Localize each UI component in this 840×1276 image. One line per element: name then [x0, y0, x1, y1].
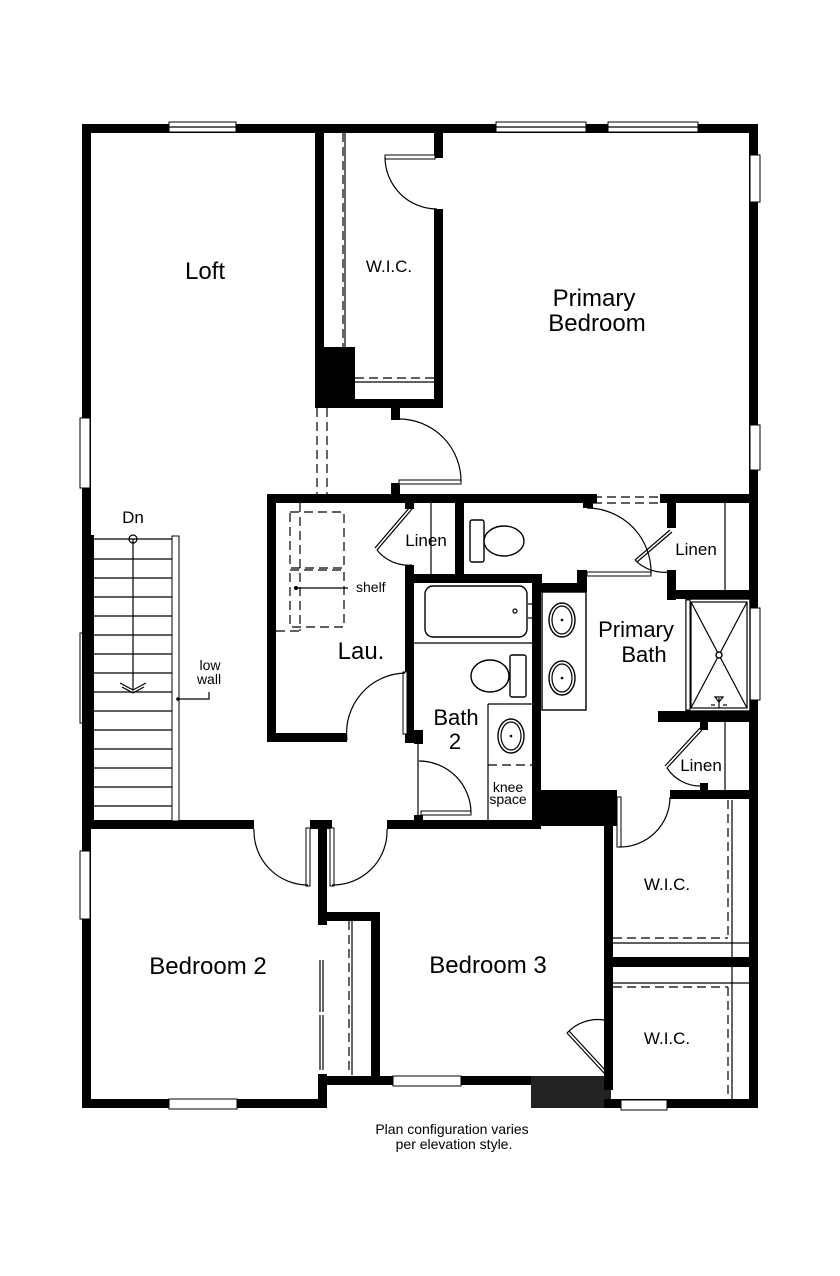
label-loft: Loft	[185, 258, 225, 285]
label-low-wall-line1: low	[199, 657, 221, 673]
stair-start-marker	[128, 534, 138, 544]
washer	[289, 511, 345, 569]
stair-arrow-icon	[119, 682, 147, 694]
label-primary-bedroom-line2: Bedroom	[548, 310, 645, 337]
label-laundry: Lau.	[338, 638, 385, 665]
footnote-line2: per elevation style.	[396, 1136, 513, 1152]
label-wic-primary: W.I.C.	[366, 257, 412, 276]
label-bath2-line1: Bath	[433, 705, 478, 730]
room-labels: Loft W.I.C. Primary Bedroom Linen shelf …	[122, 257, 722, 1048]
label-knee-line1: knee	[493, 779, 524, 795]
label-primary-bath-line2: Bath	[621, 642, 666, 667]
interior-walls	[82, 130, 758, 1099]
label-linen-upper: Linen	[675, 540, 717, 559]
label-wic-right-upper: W.I.C.	[644, 875, 690, 894]
label-primary-bath-line1: Primary	[598, 617, 674, 642]
label-wic-right-lower: W.I.C.	[644, 1029, 690, 1048]
label-linen-laundry: Linen	[405, 531, 447, 550]
bathtub	[424, 585, 528, 638]
label-low-wall-line2: wall	[196, 671, 221, 687]
footnote-line1: Plan configuration varies	[375, 1121, 528, 1137]
label-bath2-line2: 2	[449, 729, 461, 754]
label-knee-line2: space	[489, 791, 527, 807]
label-bedroom2: Bedroom 2	[149, 953, 266, 980]
label-stairs-down: Dn	[122, 508, 144, 527]
label-linen-lower: Linen	[680, 756, 722, 775]
doors	[253, 154, 726, 1074]
label-shelf: shelf	[356, 579, 386, 595]
toilet-tank	[469, 519, 485, 563]
dryer	[289, 569, 345, 628]
fixtures	[276, 503, 751, 821]
toilet-bowl	[483, 525, 525, 557]
label-bedroom3: Bedroom 3	[429, 952, 546, 979]
footnote: Plan configuration varies per elevation …	[375, 1121, 528, 1152]
label-primary-bedroom-line1: Primary	[553, 285, 636, 312]
staircase	[82, 534, 210, 825]
